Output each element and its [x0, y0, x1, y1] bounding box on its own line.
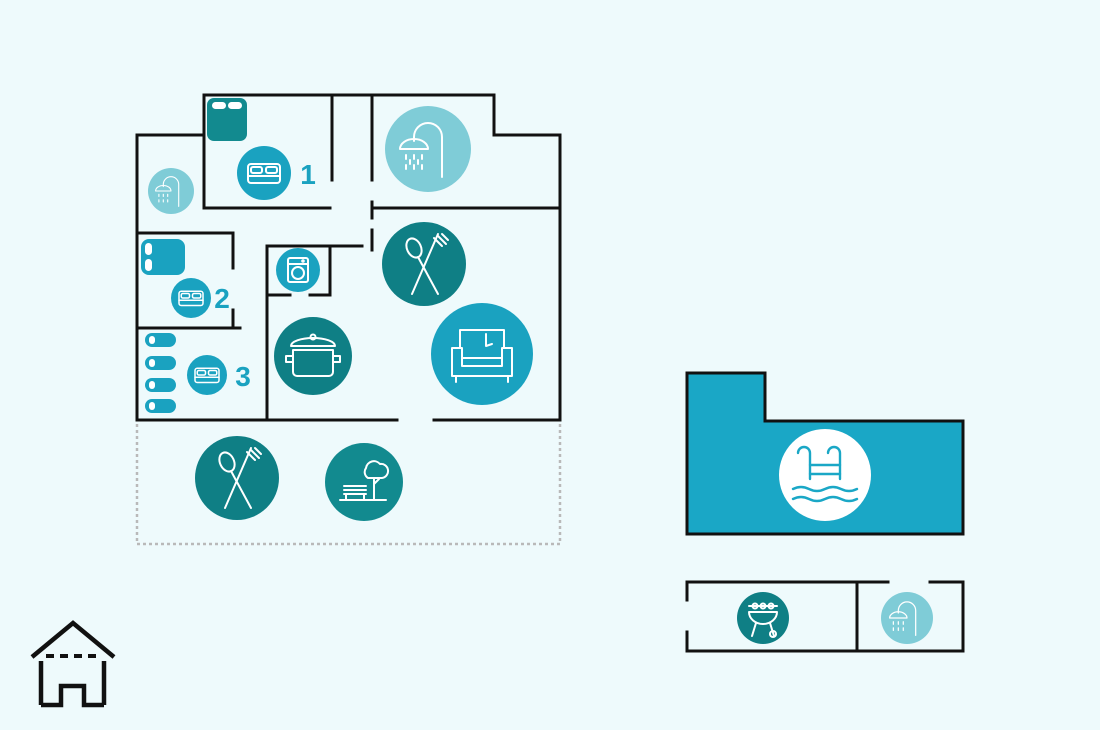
room-number: 1: [300, 159, 316, 190]
bed-icon: [145, 356, 176, 370]
pool-marker: [779, 429, 871, 521]
laundry-marker: [276, 248, 320, 292]
house-walls: [135, 93, 562, 422]
armchair-icon: [451, 329, 513, 383]
bedroom-2-marker: [171, 278, 211, 318]
bedroom-3-marker: [187, 355, 227, 395]
bed-icon: [145, 399, 176, 413]
kitchen-marker: [274, 317, 352, 395]
garden-bench-tree-icon: [339, 460, 390, 501]
washing-machine-icon: [287, 257, 309, 283]
bed-icon: [145, 333, 176, 347]
fork-spoon-icon: [218, 447, 262, 509]
outdoor-shower-marker: [881, 592, 933, 644]
shower-icon: [889, 601, 917, 636]
bed-icon: [207, 98, 247, 141]
living-room-marker: [431, 303, 533, 405]
room-number: 3: [235, 361, 251, 392]
barbecue-grill-icon: [748, 602, 778, 638]
garden-marker: [325, 443, 403, 521]
outbuilding-walls: [685, 580, 965, 653]
outdoor-dining-marker: [195, 436, 279, 520]
shower-large-marker: [385, 106, 471, 192]
double-bed-icon: [247, 163, 281, 184]
bedroom-1-marker: [237, 146, 291, 200]
bed-icon: [145, 378, 176, 392]
pool-ladder-icon: [791, 445, 859, 503]
double-bed-icon: [178, 290, 204, 307]
fork-spoon-icon: [405, 233, 449, 295]
bed-icon: [141, 239, 185, 275]
single-beds: [141, 98, 247, 413]
shower-icon: [155, 176, 180, 207]
cooking-pot-icon: [285, 333, 341, 377]
room-number: 2: [214, 283, 230, 314]
shower-icon: [399, 122, 443, 178]
bbq-marker: [737, 592, 789, 644]
double-bed-icon: [194, 367, 220, 384]
terrace-outline: [135, 424, 562, 546]
house-outline-icon: [30, 620, 116, 708]
bathroom-small-marker: [148, 168, 194, 214]
dining-marker: [382, 222, 466, 306]
